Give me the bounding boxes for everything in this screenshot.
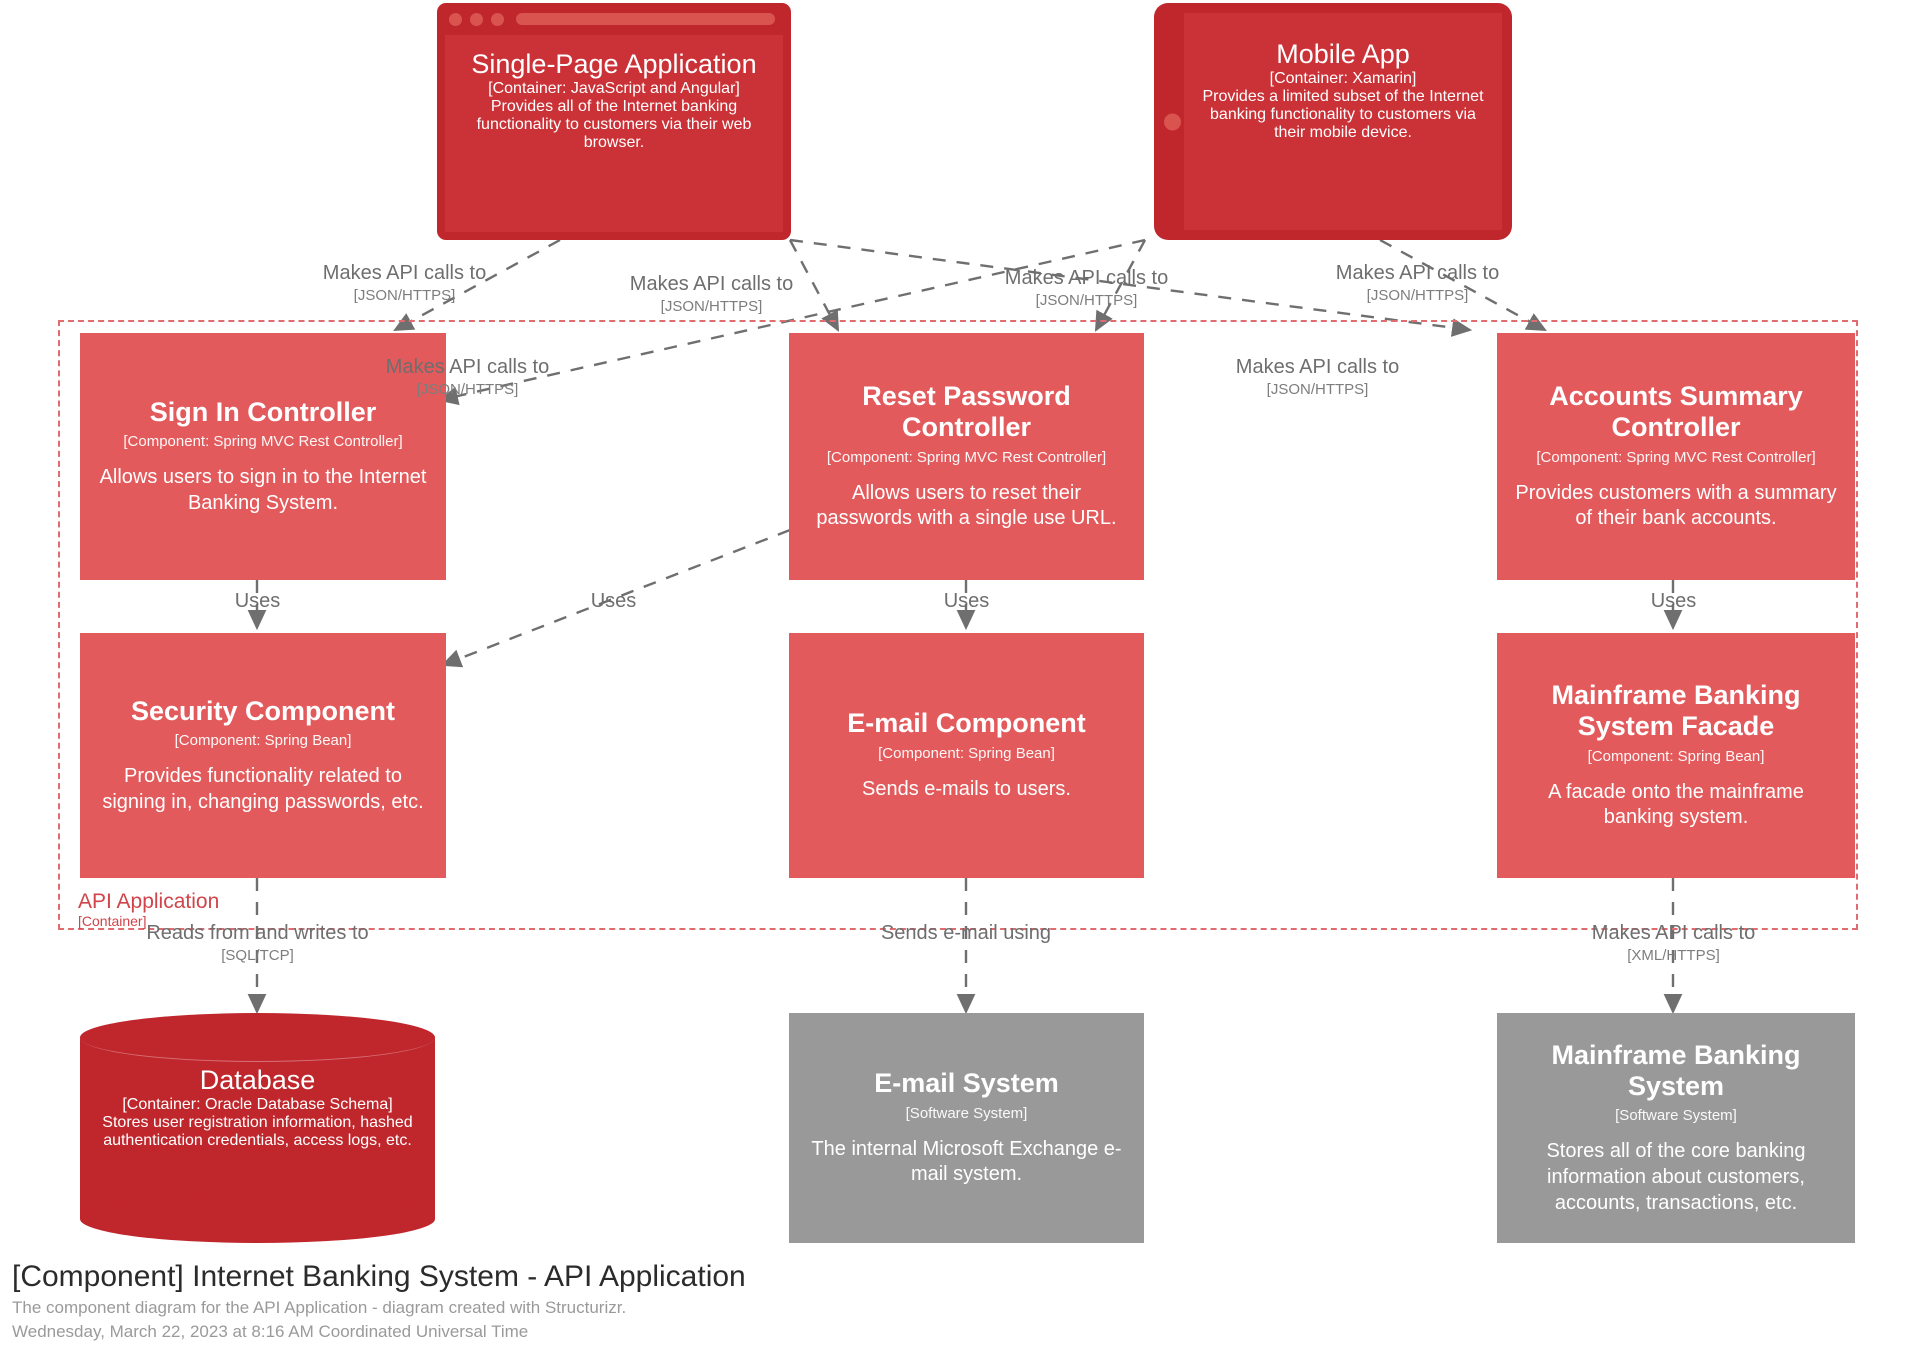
edge-label-spa-accounts: Makes API calls to [JSON/HTTPS]	[1290, 262, 1545, 304]
node-meta: [Component: Spring Bean]	[1587, 747, 1765, 765]
node-title: Mobile App	[1276, 39, 1410, 69]
node-accounts-summary-controller[interactable]: Accounts Summary Controller [Component: …	[1497, 333, 1855, 580]
mobile-side-button-icon	[1164, 113, 1181, 130]
edge-label-text: Makes API calls to	[1235, 356, 1400, 378]
node-description: A facade onto the mainframe banking syst…	[1548, 780, 1804, 829]
edge-label-security-db: Reads from and writes to [SQL/TCP]	[145, 922, 370, 964]
edge-label-email-emailsys: Sends e-mail using	[876, 922, 1056, 947]
edge-label-text: Makes API calls to	[629, 273, 794, 295]
node-database[interactable]: Database [Container: Oracle Database Sch…	[80, 1013, 435, 1243]
edge-label-text: Sends e-mail using	[880, 922, 1052, 944]
edge-label-tech: [SQL/TCP]	[221, 946, 294, 964]
node-title: Mainframe Banking System	[1551, 1039, 1801, 1101]
node-title: Reset Password Controller	[862, 381, 1071, 442]
edge-label-spa-reset: Makes API calls to [JSON/HTTPS]	[584, 273, 839, 315]
edge-label-mobile-signin: Makes API calls to [JSON/HTTPS]	[340, 356, 595, 398]
node-description: Provides a limited subset of the Interne…	[1202, 88, 1484, 141]
browser-screen: Single-Page Application [Container: Java…	[445, 35, 783, 232]
node-description: Allows users to sign in to the Internet …	[99, 466, 427, 514]
edge-label-text: Uses	[943, 590, 990, 612]
node-title: E-mail System	[874, 1068, 1059, 1099]
node-meta: [Component: Spring MVC Rest Controller]	[826, 448, 1107, 466]
edge-label-text: Makes API calls to	[322, 262, 487, 284]
node-description: Provides functionality related to signin…	[102, 765, 424, 813]
node-description: Provides customers with a summary of the…	[1515, 481, 1837, 530]
mobile-screen: Mobile App [Container: Xamarin] Provides…	[1184, 13, 1502, 230]
node-mobile-app[interactable]: Mobile App [Container: Xamarin] Provides…	[1154, 3, 1512, 240]
node-title: Security Component	[130, 695, 396, 726]
browser-address-bar-icon	[516, 13, 775, 25]
browser-dot-icon	[449, 12, 462, 26]
node-title: Database	[199, 1065, 316, 1095]
browser-dot-icon	[491, 12, 504, 26]
edge-label-text: Uses	[234, 590, 281, 612]
node-security-component[interactable]: Security Component [Component: Spring Be…	[80, 633, 446, 878]
node-title: Accounts Summary Controller	[1549, 381, 1803, 442]
caption-timestamp: Wednesday, March 22, 2023 at 8:16 AM Coo…	[12, 1322, 529, 1342]
caption-subtitle: The component diagram for the API Applic…	[12, 1297, 627, 1317]
edge-label-reset-security: Uses	[536, 590, 691, 615]
node-reset-password-controller[interactable]: Reset Password Controller [Component: Sp…	[789, 333, 1144, 580]
edge-label-text: Makes API calls to	[1591, 922, 1756, 944]
node-meta: [Component: Spring Bean]	[878, 745, 1055, 763]
node-title: Sign In Controller	[149, 396, 377, 427]
edge-label-mobile-reset: Makes API calls to [JSON/HTTPS]	[959, 267, 1214, 309]
node-meta: [Container: Oracle Database Schema]	[122, 1096, 393, 1113]
api-application-boundary	[58, 320, 1858, 930]
node-sign-in-controller[interactable]: Sign In Controller [Component: Spring MV…	[80, 333, 446, 580]
node-meta: [Container: JavaScript and Angular]	[488, 80, 740, 97]
node-email-component[interactable]: E-mail Component [Component: Spring Bean…	[789, 633, 1144, 878]
node-description: Stores user registration information, ha…	[102, 1114, 413, 1149]
edge-label-text: Uses	[1650, 590, 1697, 612]
edge-label-tech: [JSON/HTTPS]	[1266, 380, 1369, 398]
edge-label-tech: [JSON/HTTPS]	[353, 286, 456, 304]
node-title: Single-Page Application	[471, 49, 757, 79]
database-cylinder-top	[80, 1013, 435, 1062]
database-text: Database [Container: Oracle Database Sch…	[80, 1065, 435, 1233]
edge-label-tech: [JSON/HTTPS]	[416, 380, 519, 398]
edge-label-signin-security: Uses	[180, 590, 335, 615]
node-title: Mainframe Banking System Facade	[1551, 680, 1801, 741]
boundary-type: [Container]	[78, 913, 147, 930]
edge-label-accounts-facade: Uses	[1596, 590, 1751, 615]
edge-label-reset-email: Uses	[889, 590, 1044, 615]
database-cylinder-body	[80, 1037, 435, 1219]
edge-label-tech: [JSON/HTTPS]	[1366, 286, 1469, 304]
node-description: Stores all of the core banking informati…	[1546, 1140, 1806, 1214]
edge-label-tech: [JSON/HTTPS]	[1035, 291, 1138, 309]
database-cylinder-bottom	[80, 1195, 435, 1243]
node-mainframe-banking-system-facade[interactable]: Mainframe Banking System Facade [Compone…	[1497, 633, 1855, 878]
edge-label-mobile-accounts: Makes API calls to [JSON/HTTPS]	[1190, 356, 1445, 398]
node-meta: [Component: Spring MVC Rest Controller]	[123, 433, 403, 451]
node-meta: [Component: Spring MVC Rest Controller]	[1536, 448, 1816, 466]
node-description: Allows users to reset their passwords wi…	[816, 481, 1117, 530]
edge-label-tech: [JSON/HTTPS]	[660, 297, 763, 315]
node-meta: [Component: Spring Bean]	[174, 732, 352, 750]
node-description: Sends e-mails to users.	[862, 778, 1071, 801]
browser-dot-icon	[470, 12, 483, 26]
boundary-name: API Application	[78, 890, 220, 913]
diagram-caption: [Component] Internet Banking System - AP…	[12, 1258, 1212, 1345]
node-single-page-application[interactable]: Single-Page Application [Container: Java…	[437, 3, 791, 240]
node-meta: [Software System]	[1615, 1107, 1737, 1125]
edge-label-text: Makes API calls to	[1004, 267, 1169, 289]
edge-label-text: Uses	[590, 590, 637, 612]
node-email-system[interactable]: E-mail System [Software System] The inte…	[789, 1013, 1144, 1243]
edge-label-facade-mainframe: Makes API calls to [XML/HTTPS]	[1546, 922, 1801, 964]
node-meta: [Software System]	[905, 1104, 1028, 1122]
node-description: The internal Microsoft Exchange e-mail s…	[811, 1137, 1122, 1186]
node-title: E-mail Component	[847, 708, 1086, 739]
browser-title-bar	[445, 11, 783, 27]
edge-label-text: Makes API calls to	[385, 356, 550, 378]
node-mainframe-banking-system[interactable]: Mainframe Banking System [Software Syste…	[1497, 1013, 1855, 1243]
node-meta: [Container: Xamarin]	[1269, 70, 1417, 87]
caption-title: [Component] Internet Banking System - AP…	[12, 1260, 746, 1293]
edge-label-tech: [XML/HTTPS]	[1627, 946, 1720, 964]
edge-label-spa-signin: Makes API calls to [JSON/HTTPS]	[277, 262, 532, 304]
edge-label-text: Makes API calls to	[1335, 262, 1500, 284]
edge-label-text: Reads from and writes to	[146, 922, 369, 944]
node-description: Provides all of the Internet banking fun…	[476, 98, 752, 151]
boundary-label: API Application [Container]	[78, 890, 378, 930]
